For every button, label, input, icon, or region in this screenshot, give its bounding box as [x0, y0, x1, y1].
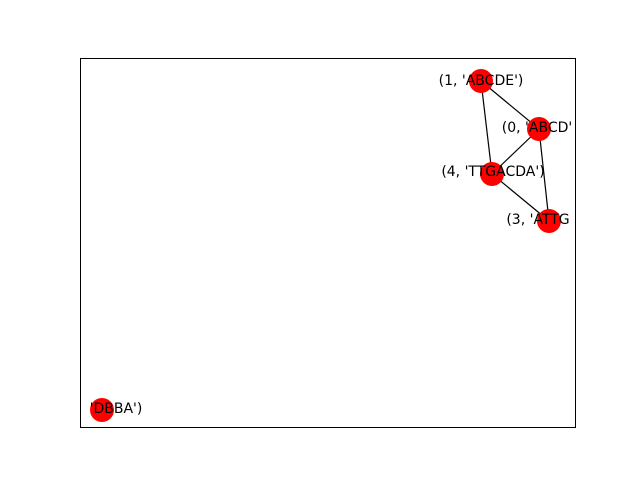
node-label-0: (0, 'ABCD': [502, 120, 572, 136]
edge-n1-n0: [480, 80, 540, 130]
node-n2: [90, 398, 114, 422]
nodes-layer: [90, 69, 561, 422]
plot-frame: [80, 58, 576, 428]
edge-n4-n3: [491, 173, 550, 222]
labels-layer: (1, 'ABCDE') (0, 'ABCD' (4, 'TTGACDA') (…: [90, 73, 573, 417]
node-n0: [527, 117, 551, 141]
node-label-1: (1, 'ABCDE'): [439, 73, 524, 89]
node-n4: [480, 162, 504, 186]
node-label-3: (3, 'ATTG: [506, 212, 569, 228]
node-label-4: (4, 'TTGACDA'): [441, 164, 544, 180]
node-n3: [537, 209, 561, 233]
node-label-2: 'DBBA'): [90, 401, 143, 417]
edge-n0-n3: [538, 128, 550, 222]
node-n1: [469, 69, 493, 93]
edge-n1-n4: [480, 80, 493, 175]
